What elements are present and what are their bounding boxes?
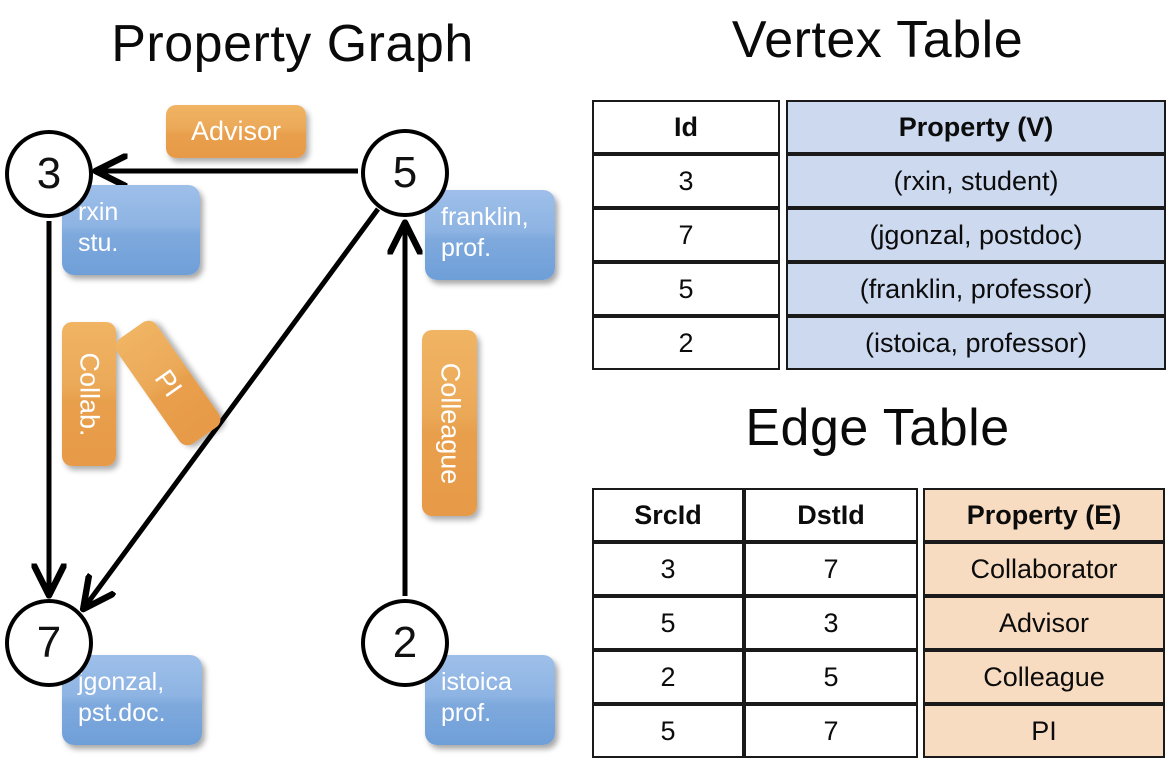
edge-table-header-property: Property (E) xyxy=(923,488,1165,542)
page-title-property-graph: Property Graph xyxy=(111,15,474,73)
vertex-table-header-id: Id xyxy=(592,100,780,154)
page-title-edge-table: Edge Table xyxy=(745,399,1010,457)
edge-table-cell-dstid: 7 xyxy=(744,704,918,758)
column-gap xyxy=(780,262,786,316)
column-gap xyxy=(780,208,786,262)
edge-table: SrcId DstId Property (E) 3 7 Collaborato… xyxy=(592,488,1165,758)
column-gap xyxy=(918,542,923,596)
graph-node-5-label: 5 xyxy=(392,148,418,197)
edge-table-header-srcid: SrcId xyxy=(592,488,744,542)
graph-node-7-label: 7 xyxy=(36,618,62,667)
table-row: 7 (jgonzal, postdoc) xyxy=(592,208,1166,262)
vertex-property-box-3: rxin stu. xyxy=(62,185,200,275)
edge-label-advisor: Advisor xyxy=(166,105,306,158)
vertex-table-cell-property: (rxin, student) xyxy=(786,154,1166,208)
edge-table-cell-property: Collaborator xyxy=(923,542,1165,596)
column-gap xyxy=(918,596,923,650)
edge-table-cell-property: Colleague xyxy=(923,650,1165,704)
edge-table-cell-srcid: 3 xyxy=(592,542,744,596)
column-gap xyxy=(780,154,786,208)
vertex-table-cell-property: (franklin, professor) xyxy=(786,262,1166,316)
table-row: 5 7 PI xyxy=(592,704,1165,758)
graph-node-5: 5 xyxy=(361,129,449,217)
vertex-property-box-7: jgonzal, pst.doc. xyxy=(62,655,202,745)
table-row: 5 3 Advisor xyxy=(592,596,1165,650)
table-header-row: SrcId DstId Property (E) xyxy=(592,488,1165,542)
page-title-vertex-table: Vertex Table xyxy=(731,11,1024,69)
property-graph-diagram: rxin stu. franklin, prof. jgonzal, pst.d… xyxy=(0,0,585,760)
vertex-table-cell-id: 5 xyxy=(592,262,780,316)
column-gap xyxy=(918,488,923,542)
edge-label-collab-text: Collab. xyxy=(74,351,105,437)
edge-table-cell-dstid: 3 xyxy=(744,596,918,650)
graph-edge-arrows xyxy=(0,0,585,760)
graph-node-7: 7 xyxy=(5,599,93,687)
vertex-table: Id Property (V) 3 (rxin, student) 7 (jgo… xyxy=(592,100,1166,370)
table-header-row: Id Property (V) xyxy=(592,100,1166,154)
graph-node-2-label: 2 xyxy=(392,618,418,667)
column-gap xyxy=(918,650,923,704)
edge-label-advisor-text: Advisor xyxy=(190,116,282,146)
edge-label-colleague-text: Colleague xyxy=(435,362,465,484)
edge-table-cell-dstid: 7 xyxy=(744,542,918,596)
column-gap xyxy=(780,316,786,370)
vertex-table-header-property: Property (V) xyxy=(786,100,1166,154)
edge-table-header-dstid: DstId xyxy=(744,488,918,542)
edge-label-collab: Collab. xyxy=(62,322,116,466)
vertex-property-box-5: franklin, prof. xyxy=(425,190,555,280)
edge-label-colleague: Colleague xyxy=(422,330,477,516)
graph-node-2: 2 xyxy=(361,599,449,687)
table-row: 2 (istoica, professor) xyxy=(592,316,1166,370)
column-gap xyxy=(780,100,786,154)
table-row: 3 (rxin, student) xyxy=(592,154,1166,208)
table-row: 3 7 Collaborator xyxy=(592,542,1165,596)
edge-table-cell-dstid: 5 xyxy=(744,650,918,704)
vertex-table-cell-id: 2 xyxy=(592,316,780,370)
vertex-table-cell-property: (jgonzal, postdoc) xyxy=(786,208,1166,262)
table-row: 5 (franklin, professor) xyxy=(592,262,1166,316)
column-gap xyxy=(918,704,923,758)
vertex-table-cell-property: (istoica, professor) xyxy=(786,316,1166,370)
graph-node-3-label: 3 xyxy=(36,149,62,198)
edge-arrow-5-to-7 xyxy=(84,207,381,608)
edge-table-cell-srcid: 2 xyxy=(592,650,744,704)
edge-table-cell-property: Advisor xyxy=(923,596,1165,650)
edge-table-cell-srcid: 5 xyxy=(592,704,744,758)
vertex-table-cell-id: 3 xyxy=(592,154,780,208)
edge-table-cell-srcid: 5 xyxy=(592,596,744,650)
table-row: 2 5 Colleague xyxy=(592,650,1165,704)
vertex-property-box-2: istoica prof. xyxy=(425,655,555,745)
edge-label-pi-text: PI xyxy=(148,363,189,402)
graph-node-3: 3 xyxy=(5,130,93,218)
vertex-table-cell-id: 7 xyxy=(592,208,780,262)
edge-table-cell-property: PI xyxy=(923,704,1165,758)
